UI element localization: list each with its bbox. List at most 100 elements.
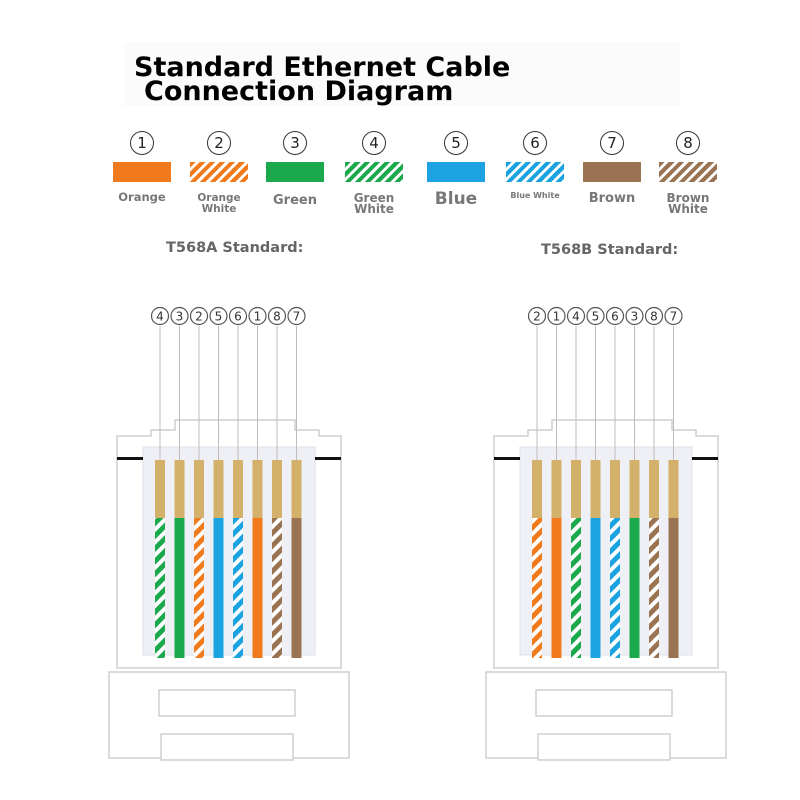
legend-number-1: 1 <box>130 131 154 155</box>
t568b-wire-1 <box>532 518 542 658</box>
legend-number-5: 5 <box>444 131 468 155</box>
t568a-contact-1 <box>155 460 165 518</box>
title-banner: Standard Ethernet Cable Connection Diagr… <box>124 42 680 106</box>
t568a-pin-circle-8 <box>287 306 306 326</box>
t568a-boot-slot <box>158 689 296 717</box>
t568a-contact-4 <box>213 460 224 518</box>
t568b-wire-3 <box>571 518 581 658</box>
t568a-pin-circle-7 <box>267 306 287 326</box>
t568b-pin-circle-8 <box>664 306 683 326</box>
legend-label-1: Orange <box>118 190 166 204</box>
t568a-pin-circle-6 <box>248 306 267 326</box>
t568a-pin-label-7: 8 <box>273 310 281 324</box>
legend-swatch-6 <box>506 162 564 182</box>
t568b-pin-circle-6 <box>625 306 644 326</box>
legend-label-5: Blue <box>434 189 478 209</box>
t568a-pin-label-1: 4 <box>156 310 164 324</box>
title-line-2: Connection Diagram <box>144 76 454 107</box>
legend-label-6: Blue White <box>510 191 560 200</box>
t568b-wire-8 <box>668 518 679 658</box>
t568a-pin-label-5: 6 <box>234 310 242 324</box>
t568b-latch-right <box>692 457 718 460</box>
t568b-wire-5 <box>610 518 620 658</box>
legend-swatch-3 <box>266 162 324 182</box>
t568b-pin-circle-4 <box>586 306 605 326</box>
legend-number-8: 8 <box>676 131 700 155</box>
t568b-pin-label-8: 7 <box>670 310 678 324</box>
t568a-wire-4 <box>213 518 224 658</box>
t568a-pin-label-4: 5 <box>215 310 223 324</box>
t568b-pin-circle-3 <box>566 306 586 326</box>
t568b-pin-label-7: 8 <box>650 310 658 324</box>
t568b-label: T568B Standard: <box>541 242 679 258</box>
legend-label-2: Orange White <box>197 192 241 215</box>
t568a-pin-label-2: 3 <box>176 310 184 324</box>
t568a-pin-label-8: 7 <box>293 310 301 324</box>
t568b-pin-circle-5 <box>605 306 625 326</box>
legend-number-6: 6 <box>523 131 547 155</box>
t568b-wire-2 <box>551 518 562 658</box>
t568a-wire-5 <box>233 518 243 658</box>
t568a-latch-left <box>117 457 143 460</box>
t568b-pin-label-5: 6 <box>611 310 619 324</box>
t568a-pin-circle-4 <box>209 306 228 326</box>
legend-number-4: 4 <box>362 131 386 155</box>
t568b-pin-label-6: 3 <box>631 310 639 324</box>
t568b-contact-5 <box>610 460 620 518</box>
legend-swatch-7 <box>583 162 641 182</box>
t568b-boot-tail <box>537 733 671 761</box>
legend-label-7: Brown <box>588 191 636 206</box>
legend-number-2: 2 <box>207 131 231 155</box>
t568b-wire-6 <box>629 518 640 658</box>
t568a-wire-3 <box>194 518 204 658</box>
legend-number-7: 7 <box>600 131 624 155</box>
legend-swatch-5 <box>427 162 485 182</box>
legend-number-3: 3 <box>283 131 307 155</box>
legend-label-4: Green White <box>353 191 395 216</box>
t568b-pin-circle-1 <box>527 306 547 326</box>
t568b-contact-6 <box>629 460 640 518</box>
t568a-pin-label-3: 2 <box>195 310 203 324</box>
t568b-wire-4 <box>590 518 601 658</box>
t568a-pin-label-6: 1 <box>254 310 262 324</box>
t568a-wire-7 <box>272 518 282 658</box>
t568a-contact-6 <box>252 460 263 518</box>
t568b-pin-circle-2 <box>547 306 566 326</box>
t568b-wire-7 <box>649 518 659 658</box>
title-line-1: Standard Ethernet Cable <box>134 52 511 83</box>
t568a-plug-housing <box>142 446 316 656</box>
t568b-contact-7 <box>649 460 659 518</box>
t568b-pin-label-2: 1 <box>553 310 561 324</box>
t568a-contact-3 <box>194 460 204 518</box>
t568b-pin-label-4: 5 <box>592 310 600 324</box>
t568b-contact-3 <box>571 460 581 518</box>
t568a-wire-2 <box>174 518 185 658</box>
t568a-pin-circle-2 <box>170 306 189 326</box>
t568b-contact-8 <box>668 460 679 518</box>
t568b-pin-label-3: 4 <box>572 310 580 324</box>
t568a-contact-2 <box>174 460 185 518</box>
t568b-latch-left <box>494 457 520 460</box>
legend-swatch-8 <box>659 162 717 182</box>
legend-label-3: Green <box>273 193 317 208</box>
t568b-pin-circle-7 <box>644 306 664 326</box>
t568b-contact-2 <box>551 460 562 518</box>
t568a-wire-8 <box>291 518 302 658</box>
t568a-contact-5 <box>233 460 243 518</box>
t568b-pin-label-1: 2 <box>533 310 541 324</box>
t568a-wire-1 <box>155 518 165 658</box>
t568b-plug-housing <box>519 446 693 656</box>
t568b-contact-1 <box>532 460 542 518</box>
t568a-label: T568A Standard: <box>166 240 304 256</box>
t568a-boot-tail <box>160 733 294 761</box>
t568a-pin-circle-5 <box>228 306 248 326</box>
t568b-boot-slot <box>535 689 673 717</box>
legend-swatch-4 <box>345 162 403 182</box>
t568a-pin-circle-3 <box>189 306 209 326</box>
t568a-pin-circle-1 <box>150 306 170 326</box>
t568b-contact-4 <box>590 460 601 518</box>
legend-swatch-2 <box>190 162 248 182</box>
